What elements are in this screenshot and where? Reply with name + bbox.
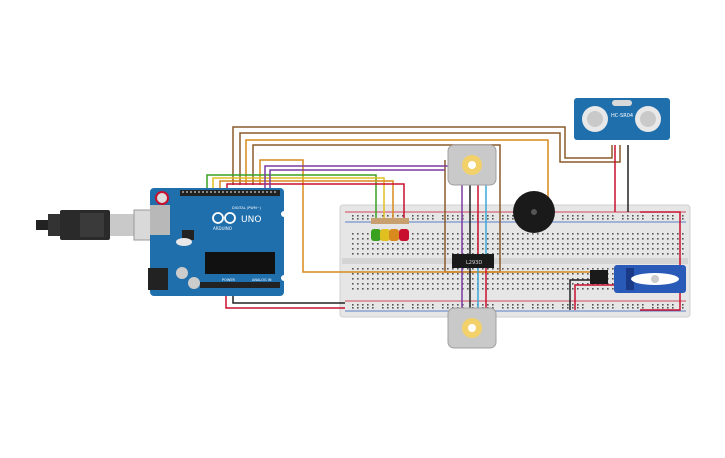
- board-brand-label: ARDUINO: [213, 226, 232, 231]
- wire-power-black: [232, 293, 345, 304]
- arduino-uno-board[interactable]: UNO ARDUINO DIGITAL (PWM~) POWER ANALOG …: [148, 188, 287, 296]
- wire-right-red: [640, 211, 681, 311]
- wire-sensor-vcc: [232, 126, 613, 185]
- green-led[interactable]: [371, 218, 381, 241]
- wire-servo-signal: [259, 159, 590, 273]
- wire-led-green: [206, 174, 377, 220]
- wire-driver-purple-a: [264, 165, 450, 192]
- wire-orange-bus: [245, 139, 549, 205]
- servo-motor[interactable]: [614, 265, 686, 293]
- red-led[interactable]: [399, 218, 409, 241]
- motor-bottom[interactable]: [447, 307, 497, 349]
- wires: [206, 126, 681, 318]
- wire-power-red: [225, 293, 345, 309]
- wire-driver-purple-b: [269, 169, 445, 192]
- usb-cable[interactable]: [36, 209, 159, 241]
- wire-led-yellow: [212, 177, 385, 220]
- analog-pins-label: ANALOG IN: [252, 278, 272, 282]
- wire-driver-loop: [252, 144, 501, 273]
- motor-top[interactable]: [447, 144, 497, 186]
- wire-led-orange: [219, 180, 394, 220]
- board-model-label: UNO: [241, 215, 261, 225]
- sensor-model-label: HC-SR04: [611, 113, 633, 119]
- ultrasonic-sensor[interactable]: HC-SR04: [574, 98, 670, 140]
- wire-sensor-trig: [239, 132, 621, 185]
- motor-driver-ic[interactable]: L293D: [452, 254, 494, 268]
- transistor[interactable]: [590, 270, 608, 284]
- orange-led[interactable]: [389, 218, 399, 241]
- digital-pins-label: DIGITAL (PWM~): [232, 206, 262, 210]
- yellow-led[interactable]: [380, 218, 390, 241]
- piezo-buzzer[interactable]: [513, 191, 555, 233]
- arduino-logo: [212, 212, 236, 224]
- reset-button: [155, 191, 169, 205]
- ic-label: L293D: [466, 260, 482, 266]
- wire-servo-red: [574, 284, 615, 310]
- power-pins-label: POWER: [222, 278, 236, 282]
